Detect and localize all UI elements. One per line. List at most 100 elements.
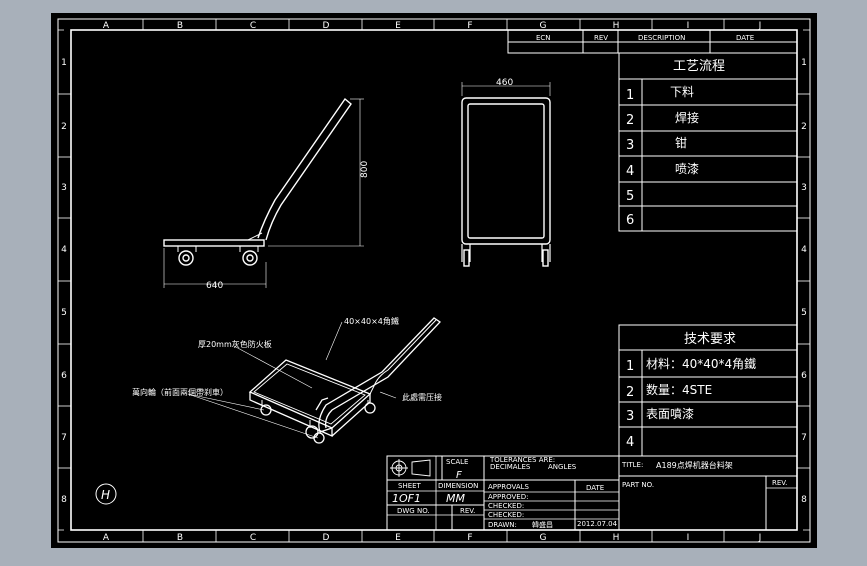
rev-header-ecn: ECN: [536, 34, 551, 42]
callout-angle-steel: 40×40×4角鐵: [344, 316, 399, 326]
dim-side-height: 800: [360, 161, 370, 178]
process-step-3-num: 3: [626, 138, 634, 153]
tech-item-2-text: 数量：4STE: [646, 382, 712, 397]
process-title: 工艺流程: [673, 59, 725, 74]
border-row-label: 1: [801, 58, 807, 68]
border-col-label: A: [103, 21, 110, 31]
tb-title-label: TITLE:: [621, 461, 643, 469]
border-row-label: 3: [801, 183, 807, 193]
border-col-label: G: [540, 21, 547, 31]
tb-rev: REV.: [772, 479, 787, 487]
logo-circle: [95, 483, 117, 505]
dim-side-width: 640: [206, 281, 223, 291]
border-col-label: A: [103, 533, 110, 543]
tech-item-1-text: 材料：40*40*4角鐵: [646, 356, 756, 371]
border-col-label: H: [613, 533, 620, 543]
tb-approvals: APPROVALS: [488, 483, 530, 491]
dim-front-width: 460: [496, 78, 513, 88]
tb-drawn-by: 韓盛昌: [532, 520, 553, 529]
tb-date-label: DATE: [586, 484, 604, 492]
border-col-label: E: [395, 21, 401, 31]
border-col-label: I: [687, 21, 690, 31]
process-step-4-text: 喷漆: [675, 162, 699, 176]
border-col-label: B: [177, 533, 183, 543]
process-step-2-num: 2: [626, 113, 634, 128]
tb-sheet-label: SHEET: [398, 482, 422, 490]
tb-checked-2: CHECKED:: [488, 511, 524, 519]
border-row-label: 7: [61, 433, 67, 443]
border-row-label: 5: [61, 308, 67, 318]
tb-dimension-value: MM: [446, 492, 465, 505]
border-col-label: F: [467, 21, 472, 31]
tb-scale-value: F: [456, 470, 462, 481]
border-col-label: J: [758, 533, 762, 543]
process-table: [618, 52, 798, 232]
process-step-5-num: 5: [626, 189, 634, 204]
process-step-4-num: 4: [626, 164, 634, 179]
logo-letter: H: [101, 488, 110, 502]
tech-item-2-num: 2: [626, 385, 634, 400]
process-step-6-num: 6: [626, 213, 634, 228]
border-col-label: D: [323, 21, 330, 31]
border-col-label: B: [177, 21, 183, 31]
border-col-label: G: [540, 533, 547, 543]
tech-item-3-num: 3: [626, 409, 634, 424]
border-row-label: 2: [61, 122, 67, 132]
tech-item-1-num: 1: [626, 359, 634, 374]
process-step-1-num: 1: [626, 88, 634, 103]
tb-drawn-date: 2012.07.04: [577, 520, 618, 528]
border-col-label: C: [250, 21, 256, 31]
border-row-label: 4: [61, 245, 67, 255]
process-step-1-text: 下料: [670, 85, 694, 99]
border-col-label: F: [467, 533, 472, 543]
border-col-label: D: [323, 533, 330, 543]
projection-symbol: [390, 459, 431, 477]
border-col-label: C: [250, 533, 256, 543]
tb-dimension-label: DIMENSION: [438, 482, 478, 490]
tech-item-3-text: 表面噴漆: [646, 407, 694, 421]
tb-rev-small: REV.: [460, 507, 475, 515]
side-dimensions: [163, 98, 364, 288]
tb-title-value: A189点焊机器台料架: [656, 460, 733, 470]
border-col-label: E: [395, 533, 401, 543]
process-step-3-text: 钳: [675, 136, 687, 150]
tb-scale-label: SCALE: [446, 458, 468, 466]
tb-sheet-value: 1OF1: [392, 492, 421, 505]
border-col-label: I: [687, 533, 690, 543]
border-col-label: J: [758, 21, 762, 31]
border-row-label: 5: [801, 308, 807, 318]
process-step-2-text: 焊接: [675, 110, 699, 125]
callout-wheels: 萬向輪（前面兩個帶刹車）: [132, 387, 228, 397]
border-row-label: 7: [801, 433, 807, 443]
tb-decimals: DECIMALES: [490, 463, 531, 471]
isometric-view: [248, 317, 442, 444]
border-row-label: 8: [801, 495, 807, 505]
tb-approved: APPROVED:: [488, 493, 528, 501]
rev-header-date: DATE: [736, 34, 754, 42]
border-row-label: 6: [61, 371, 67, 381]
sheet-background: [51, 13, 817, 548]
tb-part-no: PART NO.: [622, 481, 654, 489]
border-row-label: 4: [801, 245, 807, 255]
tech-item-4-num: 4: [626, 435, 634, 450]
leader-lines: [187, 321, 397, 439]
rev-header-description: DESCRIPTION: [638, 34, 685, 42]
tech-title: 技术要求: [684, 332, 736, 347]
rev-header-rev: REV: [594, 34, 608, 42]
tb-angles: ANGLES: [548, 463, 577, 471]
border-row-label: 6: [801, 371, 807, 381]
front-view: [461, 97, 551, 267]
title-block: [386, 455, 798, 531]
border-row-label: 3: [61, 183, 67, 193]
tb-dwg-no: DWG NO.: [397, 507, 430, 515]
border-row-label: 1: [61, 58, 67, 68]
border-col-label: H: [613, 21, 620, 31]
callout-weld: 此處需压接: [402, 392, 442, 402]
tb-drawn: DRAWN:: [488, 521, 517, 529]
tb-checked-1: CHECKED:: [488, 502, 524, 510]
callout-board: 厚20mm灰色防火板: [198, 339, 272, 349]
front-dimensions: [461, 82, 551, 96]
tb-tolerances: TOLERANCES ARE:: [489, 456, 555, 464]
